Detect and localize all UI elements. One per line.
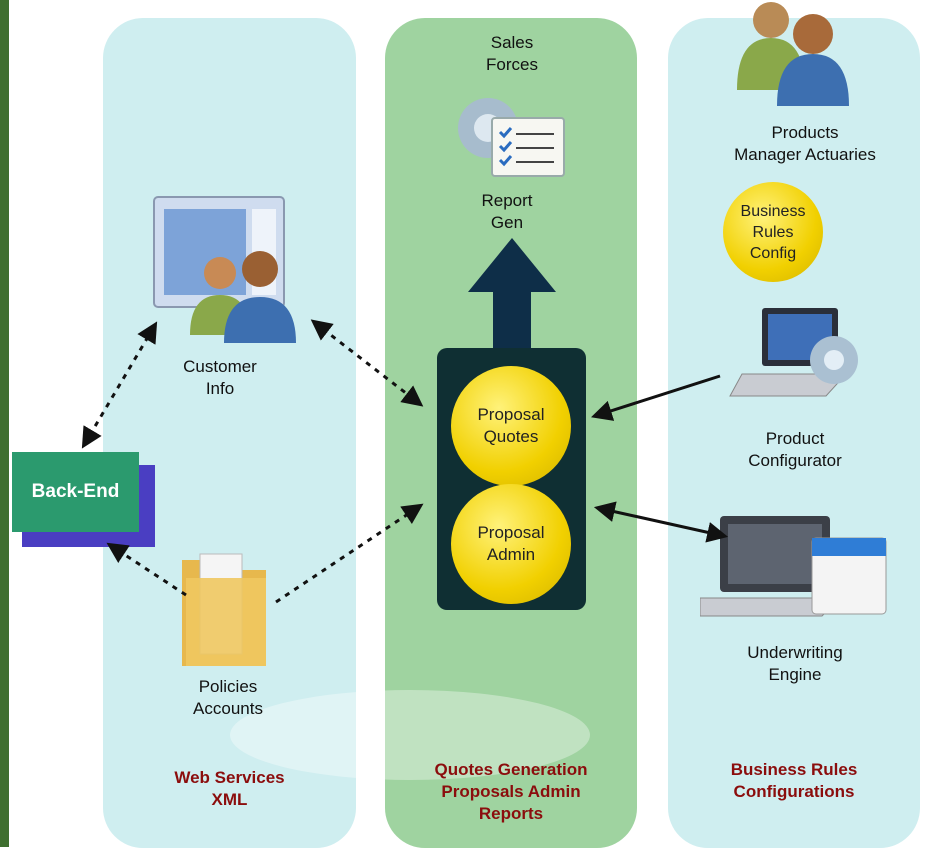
business-rules-title: Business Rules Configurations <box>668 759 920 803</box>
configurator-proposal-connector <box>590 374 721 421</box>
gear-report-icon <box>458 98 565 177</box>
laptop-gear-icon <box>729 308 858 397</box>
business-rules-column <box>668 18 920 848</box>
proposal-quotes-node[interactable]: Proposal Quotes <box>451 366 571 486</box>
policies-accounts-label-line2: Accounts <box>193 699 263 718</box>
underwriting-engine-label: Underwriting Engine <box>735 642 855 686</box>
products-manager-label-line2: Manager Actuaries <box>734 145 876 164</box>
sales-forces-label-line1: Sales <box>490 33 534 52</box>
underwriting-engine-label-line2: Engine <box>768 665 822 684</box>
customer-proposal-connector <box>310 319 424 407</box>
product-configurator-label-line2: Configurator <box>748 451 842 470</box>
products-manager-label-line1: Products <box>771 123 839 142</box>
folder-icon <box>182 553 266 666</box>
policies-accounts-label: Policies Accounts <box>168 676 288 720</box>
background-swoosh <box>230 690 590 780</box>
sales-forces-label: Sales Forces <box>452 32 572 76</box>
laptop-calendar-icon <box>700 516 887 617</box>
product-configurator-label: Product Configurator <box>735 428 855 472</box>
back-end-box[interactable] <box>12 452 139 532</box>
left-edge-bar <box>0 0 9 847</box>
quotes-generation-title-line3: Reports <box>478 804 544 823</box>
product-configurator-label-line1: Product <box>765 429 825 448</box>
customer-info-label: Customer Info <box>160 356 280 400</box>
policies-accounts-label-line1: Policies <box>198 677 258 696</box>
users-window-icon <box>153 196 296 343</box>
quotes-generation-title-line1: Quotes Generation <box>434 760 588 779</box>
quotes-generation-title: Quotes Generation Proposals Admin Report… <box>385 759 637 825</box>
business-rules-config-node[interactable]: Business Rules Config <box>723 182 823 282</box>
report-gen-label-line2: Gen <box>490 213 524 232</box>
proposal-admin-node[interactable]: Proposal Admin <box>451 484 571 604</box>
policies-proposal-connector <box>275 503 424 604</box>
sales-forces-label-line2: Forces <box>486 55 538 74</box>
business-rules-title-line1: Business Rules <box>730 760 858 779</box>
products-manager-label: Products Manager Actuaries <box>720 122 890 166</box>
users-icon <box>737 2 849 106</box>
business-rules-config-label: Business Rules Config <box>740 202 806 262</box>
web-services-title: Web Services XML <box>103 767 356 811</box>
web-services-title-line2: XML <box>211 790 248 809</box>
underwriting-proposal-connector <box>593 501 729 543</box>
upload-arrow-shape <box>468 238 556 348</box>
quotes-generation-title-line2: Proposals Admin <box>441 782 581 801</box>
business-rules-title-line2: Configurations <box>733 782 855 801</box>
back-end-label: Back-End <box>31 481 120 502</box>
proposal-quotes-label: Proposal Quotes <box>477 405 545 446</box>
underwriting-engine-label-line1: Underwriting <box>747 643 843 662</box>
proposal-admin-label: Proposal Admin <box>477 523 545 564</box>
customer-info-label-line2: Info <box>205 379 235 398</box>
customer-info-label-line1: Customer <box>183 357 257 376</box>
report-gen-label-line1: Report <box>481 191 533 210</box>
policies-backend-connector <box>106 542 187 597</box>
report-gen-label: Report Gen <box>452 190 562 234</box>
customer-backend-connector <box>81 321 158 449</box>
web-services-title-line1: Web Services <box>174 768 285 787</box>
